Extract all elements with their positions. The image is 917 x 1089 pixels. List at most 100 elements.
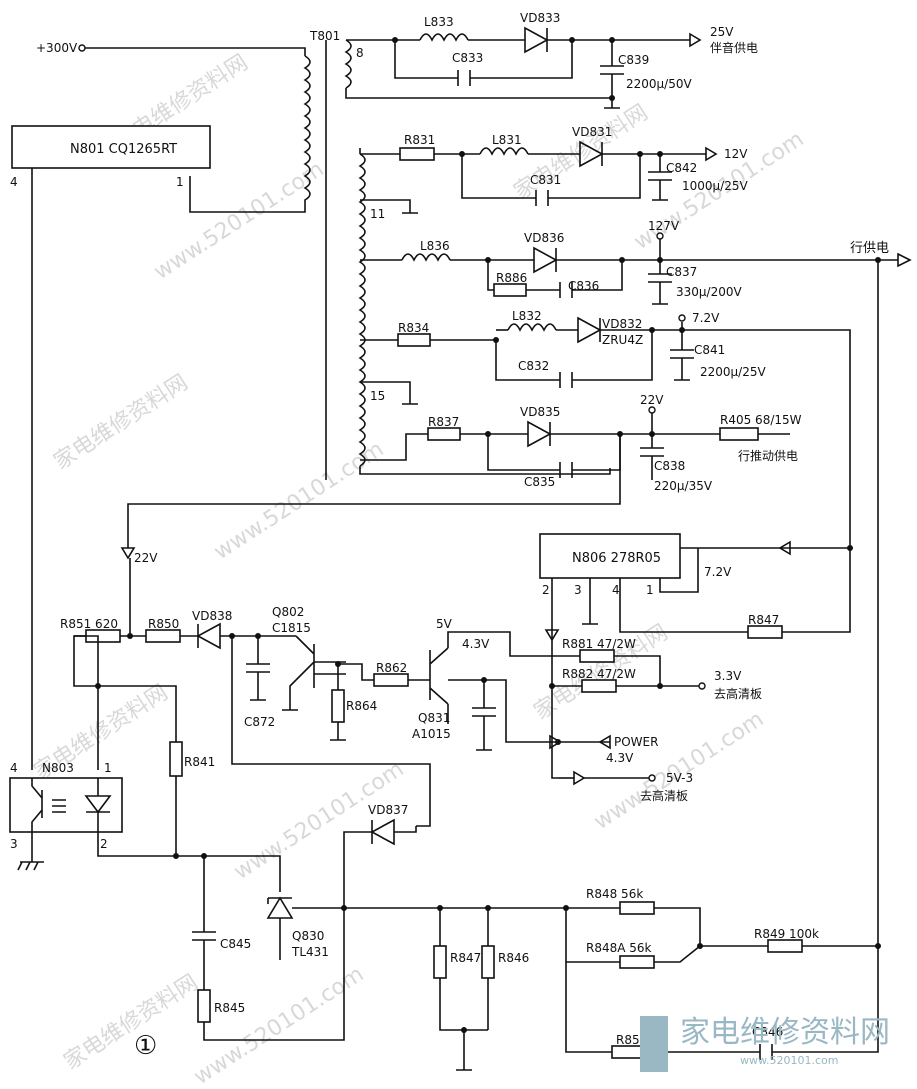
label-5v-3: 5V-3 (666, 771, 693, 785)
resistor-r881 (579, 649, 615, 663)
resistor-r862 (373, 673, 409, 687)
resistor-r837 (427, 427, 461, 441)
watermark-text: 家电维修资料网 (50, 370, 193, 475)
diode-vd836 (533, 246, 558, 274)
resistor-r831 (399, 147, 435, 161)
label-vd835: VD835 (520, 405, 560, 419)
label-q831: Q831 (418, 711, 450, 725)
label-12v: 12V (724, 147, 748, 161)
inductor-l833 (419, 33, 469, 42)
label-l833: L833 (424, 15, 454, 29)
label-pin11: 11 (370, 207, 385, 221)
label-4v3: 4.3V (462, 637, 490, 651)
label-r841: R841 (184, 755, 215, 769)
label-r847-bottom: R847 (450, 951, 481, 965)
label-n803-pin3: 3 (10, 837, 18, 851)
label-c845: C845 (220, 937, 251, 951)
label-q802: Q802 (272, 605, 304, 619)
label-vd836: VD836 (524, 231, 564, 245)
resistor-r882 (581, 679, 617, 693)
label-c836: C836 (568, 279, 599, 293)
label-power-4v3: 4.3V (606, 751, 634, 765)
arrow-22v (120, 547, 136, 560)
label-r850: R850 (148, 617, 179, 631)
rail-127v: L836 VD836 行供电 127V R886 C836 C837 330μ/… (360, 219, 912, 946)
label-22v-feed: 22V (134, 551, 158, 565)
resistor-r849 (767, 939, 803, 953)
label-300v: +300V (36, 41, 78, 55)
resistor-r864 (331, 689, 345, 723)
capacitor-c832 (559, 372, 573, 388)
label-r862: R862 (376, 661, 407, 675)
label-vd832: VD832 (602, 317, 642, 331)
logo-text: 家电维修资料网 (680, 1015, 890, 1050)
label-n803-pin1: 1 (104, 761, 112, 775)
label-r886: R886 (496, 271, 527, 285)
label-n806-pin4: 4 (612, 583, 620, 597)
figure-number: ① (134, 1031, 157, 1061)
capacitor-c841 (670, 330, 694, 381)
label-r847-top: R847 (748, 613, 779, 627)
label-n806-7v2: 7.2V (704, 565, 732, 579)
transformer-t801: +300V T801 8 11 15 (36, 29, 612, 480)
label-power: POWER (614, 735, 658, 749)
label-l831: L831 (492, 133, 522, 147)
label-n806-pin2: 2 (542, 583, 550, 597)
watermark-text: www.520101.com (190, 962, 369, 1089)
label-c831: C831 (530, 173, 561, 187)
terminal (78, 44, 86, 52)
resistor-r847-bottom (433, 945, 447, 979)
optocoupler-n803: N803 4 1 3 2 (9, 635, 176, 871)
diode-vd835 (527, 420, 552, 448)
label-n801-pin1: 1 (176, 175, 184, 189)
label-tl431: TL431 (291, 945, 329, 959)
diode-vd832 (577, 316, 602, 344)
label-r405: R405 68/15W (720, 413, 802, 427)
secondary-winding-top (344, 39, 352, 89)
label-vd838: VD838 (192, 609, 232, 623)
label-c833: C833 (452, 51, 483, 65)
transistor-q831 (408, 647, 449, 705)
watermark-text: www.520101.com (230, 757, 409, 885)
tap-15-ground (360, 381, 418, 405)
label-c839-value: 2200μ/50V (626, 77, 692, 91)
label-c1815: C1815 (272, 621, 311, 635)
resistor-r834 (397, 333, 431, 347)
label-3v3: 3.3V (714, 669, 742, 683)
label-c832: C832 (518, 359, 549, 373)
label-hd-board-2: 去高清板 (640, 788, 688, 803)
label-n801-pin4: 4 (10, 175, 18, 189)
zener-q830 (266, 896, 294, 919)
label-n801: N801 CQ1265RT (70, 142, 177, 157)
label-5v: 5V (436, 617, 453, 631)
label-c838: C838 (654, 459, 685, 473)
label-25v-audio: 伴音供电 (710, 40, 758, 55)
label-r855: R855 (616, 1033, 647, 1047)
rail-12v: R831 L831 VD831 12V C831 C842 1000μ/25V (360, 125, 748, 206)
label-t801: T801 (309, 29, 340, 43)
label-c842: C842 (666, 161, 697, 175)
label-r882: R882 47/2W (562, 667, 636, 681)
label-n806-pin1: 1 (646, 583, 654, 597)
inductor-l836 (401, 253, 451, 262)
label-r864: R864 (346, 699, 377, 713)
arrow-power (598, 734, 611, 750)
label-c835: C835 (524, 475, 555, 489)
secondary-winding-main (358, 153, 366, 467)
label-25v: 25V (710, 25, 734, 39)
label-c839: C839 (618, 53, 649, 67)
watermark-text: 家电维修资料网 (510, 100, 653, 205)
transistor-q802 (295, 635, 346, 688)
label-22v: 22V (640, 393, 664, 407)
capacitor-c837 (648, 260, 672, 305)
arrow-h-supply (897, 252, 912, 268)
label-n803-pin2: 2 (100, 837, 108, 851)
resistor-r886 (493, 283, 527, 297)
label-r834: R834 (398, 321, 429, 335)
label-zru4z: ZRU4Z (602, 333, 643, 347)
capacitor-c831 (535, 190, 549, 206)
capacitor-c836 (559, 282, 573, 298)
rail-25v: L833 VD833 25V 伴音供电 C833 C839 2200μ/50V (392, 11, 758, 109)
resistor-r846 (481, 945, 495, 979)
